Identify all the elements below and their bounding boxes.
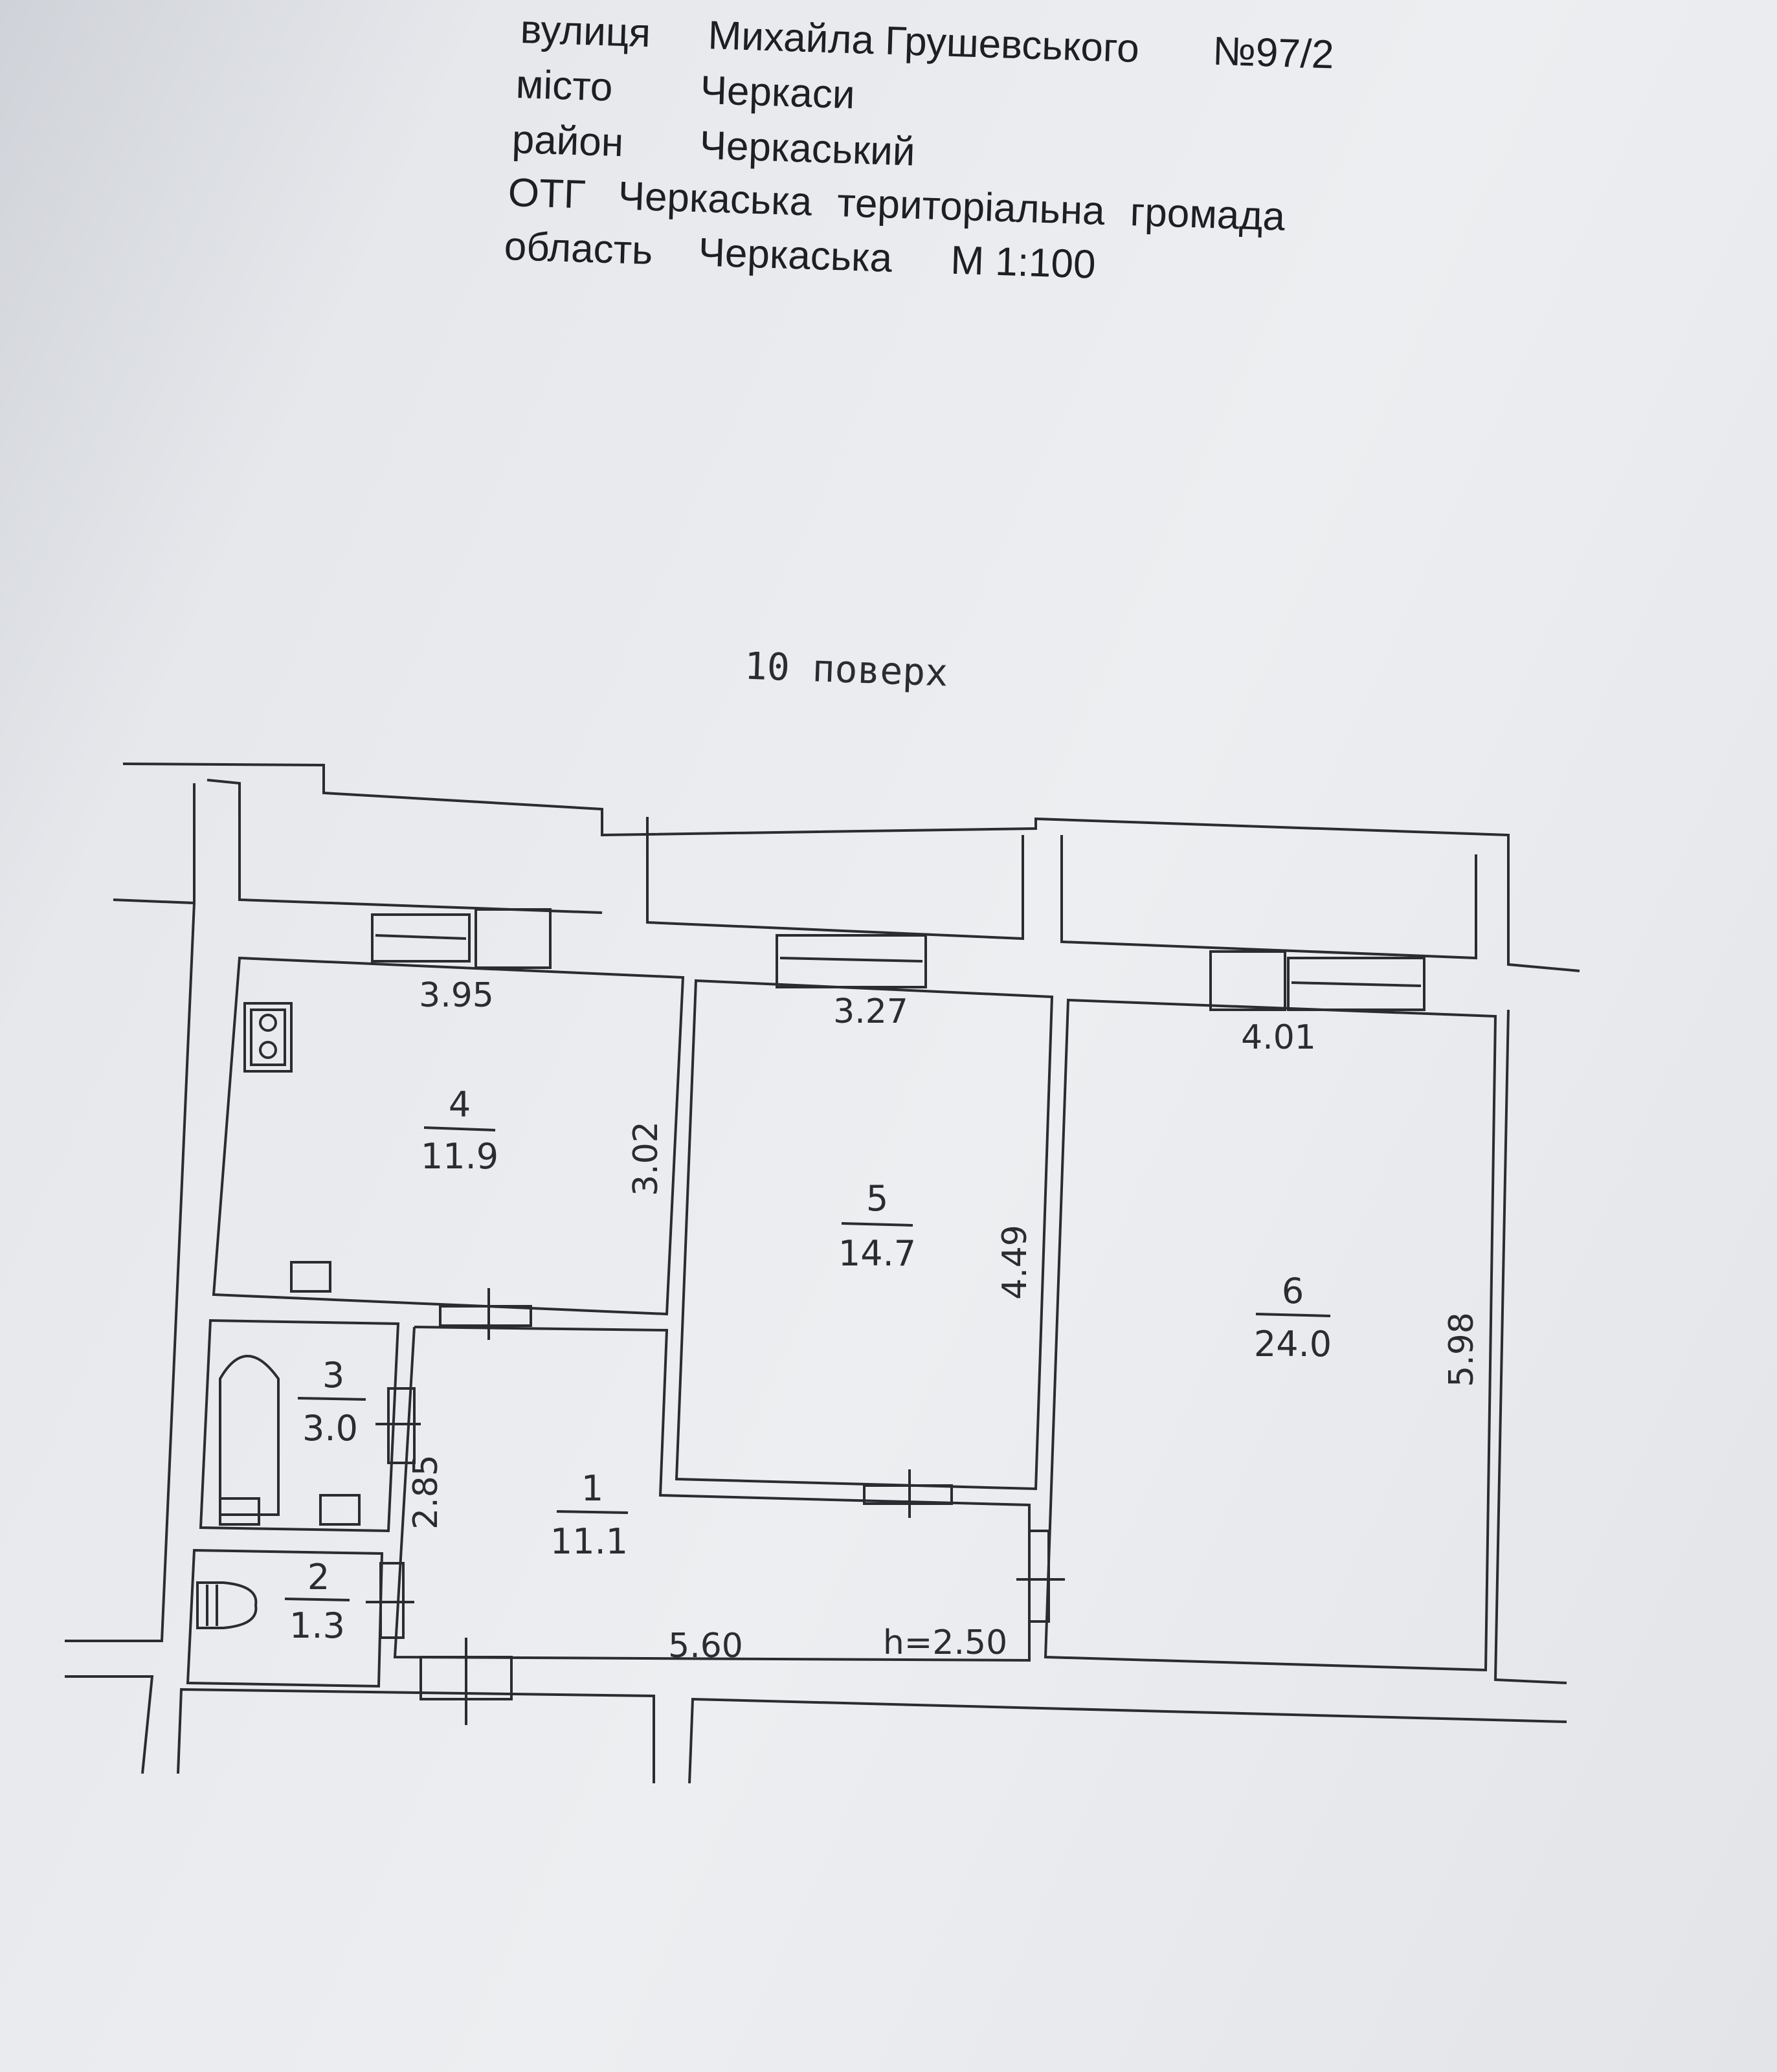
room-5-number: 5 [866,1178,888,1219]
wall-bottom-left-a [65,1675,154,1774]
dim-hall-depth: 2.85 [407,1454,445,1530]
room-1-fraction-bar [556,1510,629,1514]
stove-outline [243,1002,293,1073]
balcony-door-room4 [475,908,552,969]
dim-room6-depth: 5.98 [1442,1312,1481,1387]
dim-room5-width: 3.27 [833,992,908,1031]
door-room2 [379,1562,405,1639]
room-6-area: 24.0 [1254,1324,1332,1365]
room-2-number: 2 [307,1557,330,1598]
balcony-door-room6 [1209,950,1286,1011]
stove-burner-bottom [259,1041,277,1059]
room-1-outline [393,1326,1031,1662]
room-4-fraction-bar [423,1126,496,1131]
balcony-right-outline [1060,835,1477,960]
ceiling-height: h=2.50 [883,1623,1007,1662]
window-room6 [1287,957,1425,1011]
fixtures [196,1002,361,1629]
room-3-area: 3.0 [302,1408,358,1449]
door-room6 [1028,1530,1050,1623]
window-room6-sash [1291,981,1422,987]
room-3-outline [199,1319,400,1533]
room-labels: 4 11.9 5 14.7 6 24.0 3 3.0 2 1.3 1 11.1 [289,1084,1332,1646]
room-6-fraction-bar [1255,1313,1331,1317]
balcony-left-outline [207,779,603,914]
room-1-number: 1 [581,1468,603,1509]
dim-room6-width: 4.01 [1241,1018,1316,1057]
bath-sink-icon [219,1497,260,1526]
room-4-area: 11.9 [421,1136,498,1177]
dim-room5-depth: 4.49 [996,1225,1034,1300]
door-marks [366,1288,1065,1725]
window-room5-sash [779,957,923,963]
wall-mid-top-outline [646,817,1024,941]
room-5-fraction-bar [841,1222,913,1227]
room-1-area: 11.1 [550,1521,628,1562]
area-fraction-bars [284,1126,1331,1601]
window-room4-sash [375,934,467,940]
balcony-top-outline [122,763,1510,854]
dim-room4-depth: 3.02 [627,1121,665,1196]
room-2-outline [186,1548,384,1688]
window-room4 [371,913,471,963]
wall-right-top [1507,854,1580,972]
bath-basin-icon [319,1494,361,1526]
bathtub-outline [219,1355,280,1516]
room-4-number: 4 [449,1084,471,1125]
room-5-area: 14.7 [838,1233,916,1274]
room-5-outline [675,979,1054,1491]
room-2-area: 1.3 [289,1605,345,1646]
room-6-number: 6 [1282,1271,1304,1311]
stove-burner-top [259,1014,277,1032]
door-room5 [863,1484,953,1505]
wall-bottom-right [688,1697,1567,1784]
exterior-walls [65,763,1580,1784]
door-room3 [387,1387,416,1464]
dimension-labels: 3.95 3.27 4.01 5.60 h=2.50 3.02 4.49 5.9… [407,976,1481,1665]
room-3-fraction-bar [297,1397,366,1401]
windows [371,913,1425,1011]
wall-left-top-stub [113,783,196,905]
wall-right-outer [1493,1009,1567,1684]
wall-left-outer [65,902,196,1642]
dim-room4-width: 3.95 [419,976,494,1015]
window-room5 [776,934,927,988]
wall-bottom-left-b [177,1688,655,1783]
door-room4 [439,1305,532,1327]
stove-inner [250,1008,286,1066]
room-3-number: 3 [322,1355,344,1396]
room-4-outline [212,956,685,1316]
toilet-icon [196,1581,258,1629]
room-2-fraction-bar [284,1598,350,1601]
dim-hall-length: 5.60 [668,1627,743,1665]
kitchen-sink-icon [290,1261,331,1293]
